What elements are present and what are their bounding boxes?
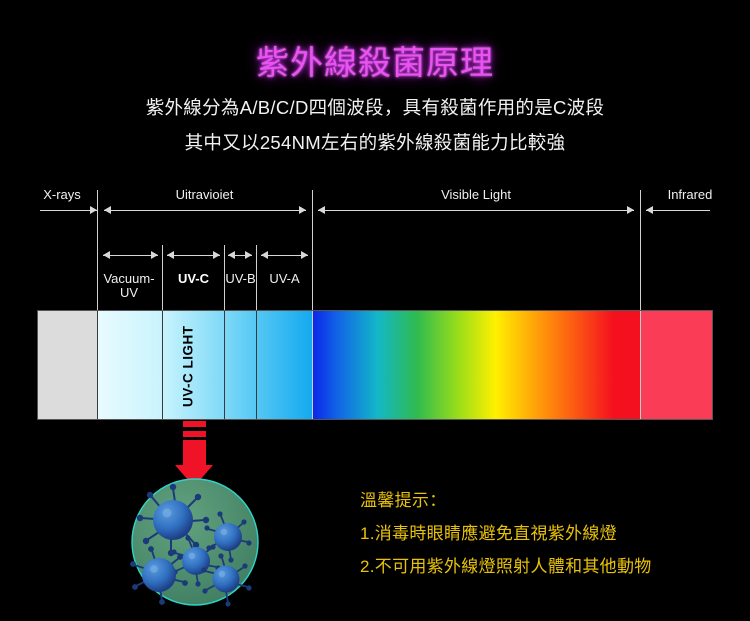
warning-heading: 溫馨提示： [360, 491, 447, 510]
region-label-xrays: X-rays [43, 187, 81, 202]
region-label-visible-light: Visible Light [441, 187, 511, 202]
subband-label-vacuum-uv: Vacuum-UV [103, 271, 155, 300]
divider-uv-visible [312, 190, 313, 320]
germ-illustration [130, 478, 259, 607]
arrow-uva [261, 251, 308, 260]
spectrum-segment-vacuum-uv [97, 310, 162, 420]
warning-item-1: 1.消毒時眼睛應避免直視紫外線燈 [360, 524, 617, 543]
subband-label-uva: UV-A [269, 271, 300, 286]
bar-divider-4 [256, 310, 257, 420]
bar-divider-6 [640, 310, 641, 420]
spectrum-segment-uvb [224, 310, 256, 420]
warning-item-2: 2.不可用紫外線燈照射人體和其他動物 [360, 557, 652, 576]
spectrum-segment-infrared [640, 310, 713, 420]
virus-particle [130, 546, 188, 605]
region-label-ultraviolet: Uitravioiet [175, 187, 234, 202]
subband-label-uvb: UV-B [225, 271, 256, 286]
spectrum-segment-uvc [162, 310, 224, 420]
page-title: 紫外線殺菌原理 [256, 44, 494, 81]
subtitle-line-2: 其中又以254NM左右的紫外線殺菌能力比較強 [184, 132, 566, 153]
arrow-uvb [228, 251, 252, 260]
arrow-infrared [646, 206, 710, 215]
divider-vacuumuv-uvc [162, 245, 163, 320]
bar-divider-1 [97, 310, 98, 420]
divider-uvb-uva [256, 245, 257, 320]
divider-visible-infrared [640, 190, 641, 320]
red-dash-1 [183, 421, 206, 427]
arrow-visible-light [318, 206, 634, 215]
spectrum-segment-visible [312, 310, 640, 420]
bar-divider-3 [224, 310, 225, 420]
subband-label-uvc: UV-C [177, 271, 210, 286]
bar-divider-2 [162, 310, 163, 420]
spectrum-segment-uva [256, 310, 312, 420]
divider-xray-uv [97, 190, 98, 320]
virus-particle [201, 553, 252, 607]
bar-divider-5 [312, 310, 313, 420]
arrow-uvc [167, 251, 220, 260]
subtitle-line-1: 紫外線分為A/B/C/D四個波段，具有殺菌作用的是C波段 [145, 97, 605, 118]
red-dash-2 [183, 431, 206, 437]
arrow-xrays [40, 206, 97, 215]
region-label-infrared: Infrared [667, 187, 713, 202]
arrow-vacuum-uv [103, 251, 158, 260]
divider-uvc-uvb [224, 245, 225, 320]
spectrum-color-bar [37, 310, 713, 420]
arrow-ultraviolet [104, 206, 306, 215]
virus-particle [136, 483, 210, 557]
virus-particle [204, 511, 252, 563]
red-arrow-shaft [183, 440, 206, 467]
uvc-light-label: UV-C LIGHT [180, 325, 196, 407]
spectrum-segment-xray [37, 310, 97, 420]
